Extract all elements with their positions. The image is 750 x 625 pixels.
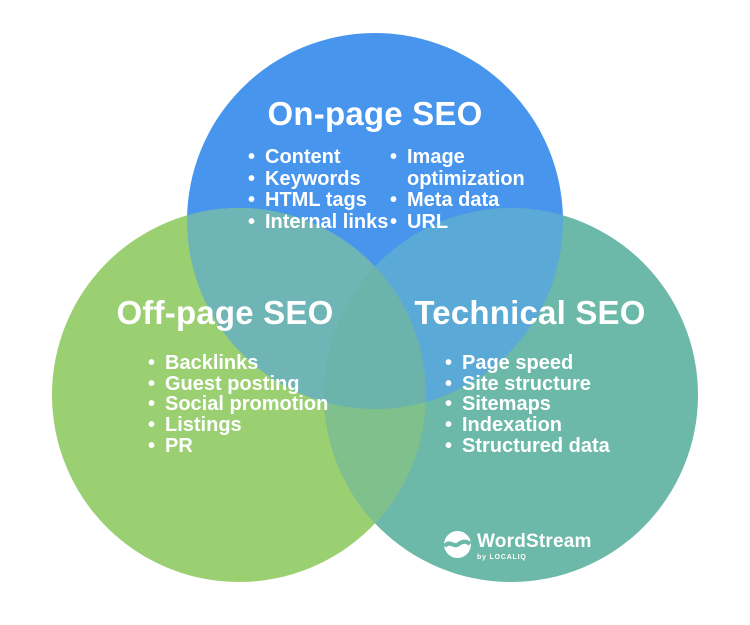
list-item: • Social promotion: [148, 394, 333, 415]
list-item-label: Keywords: [265, 167, 361, 190]
list-item: • Site structure: [445, 372, 630, 395]
on-page-title: On-page SEO: [267, 95, 483, 132]
off-page-list: • Backlinks • Guest posting • Social promotio…: [148, 353, 333, 457]
bullet-icon: •: [445, 372, 453, 395]
list-item: •Internal links: [248, 210, 398, 234]
list-item-label: Sitemaps: [462, 393, 551, 416]
list-item: • Guest posting: [148, 372, 333, 395]
list-item: • Structured data: [445, 436, 630, 457]
bullet-icon: •: [148, 372, 156, 395]
list-item-label: Social promotion: [165, 393, 329, 416]
list-item-label: Content: [265, 146, 341, 168]
bullet-icon: •: [248, 146, 256, 168]
list-item: • Meta data: [390, 189, 535, 212]
list-item: • Keywords: [248, 167, 398, 191]
list-item: • Image optimization: [390, 146, 535, 190]
list-item: • Indexation: [445, 415, 630, 436]
list-item: • Page speed: [445, 353, 630, 374]
list-item-label: Meta data: [407, 189, 500, 211]
bullet-icon: •: [445, 434, 453, 457]
list-item: • Sitemaps: [445, 394, 630, 415]
wordstream-logo-name: WordStream: [477, 531, 592, 552]
bullet-icon: •: [148, 352, 156, 374]
bullet-icon: •: [248, 210, 256, 233]
wordstream-logo: WordStream by LOCALIQ: [444, 531, 592, 562]
wordstream-wave-icon: [444, 531, 471, 558]
bullet-icon: •: [445, 393, 453, 416]
bullet-icon: •: [445, 414, 453, 437]
list-item-label: Structured data: [462, 434, 610, 457]
wordstream-logo-byline: by LOCALIQ: [477, 554, 527, 561]
list-item-label: Page speed: [462, 352, 574, 374]
technical-list: • Page speed • Site structure • Sitemaps • Inde…: [445, 353, 630, 457]
bullet-icon: •: [445, 352, 453, 374]
list-item: • Content: [248, 146, 398, 169]
list-item-label: PR: [165, 434, 193, 457]
list-item: • PR: [148, 436, 333, 457]
bullet-icon: •: [390, 146, 398, 168]
bullet-icon: •: [148, 393, 156, 416]
list-item-label: Indexation: [462, 414, 563, 437]
list-item-label: Guest posting: [165, 372, 300, 395]
list-item-label: URL: [407, 210, 449, 233]
list-item-label: Listings: [165, 414, 242, 437]
on-page-list-col1: •Content•Keywords•HTML tags•Internal lin…: [248, 146, 398, 234]
technical-title: Technical SEO: [414, 294, 646, 331]
list-item-label: Internal links: [265, 210, 389, 233]
list-item-label: Backlinks: [165, 352, 259, 374]
list-item: • URL: [390, 210, 535, 234]
list-item-label: HTML tags: [265, 189, 367, 211]
list-item: • Listings: [148, 415, 333, 436]
bullet-icon: •: [390, 210, 398, 233]
off-page-title: Off-page SEO: [116, 294, 334, 331]
wordstream-logo-text: WordStream by LOCALIQ: [477, 531, 592, 562]
list-item-label: Site structure: [462, 372, 591, 395]
bullet-icon: •: [390, 189, 398, 211]
list-item: • HTML tags: [248, 189, 398, 212]
bullet-icon: •: [248, 189, 256, 211]
bullet-icon: •: [148, 434, 156, 457]
list-item-label: Image optimization: [407, 146, 525, 190]
on-page-list-col2: • Image optimization • Meta data • URL: [390, 146, 535, 234]
bullet-icon: •: [248, 167, 256, 190]
bullet-icon: •: [148, 414, 156, 437]
list-item: • Backlinks: [148, 353, 333, 374]
